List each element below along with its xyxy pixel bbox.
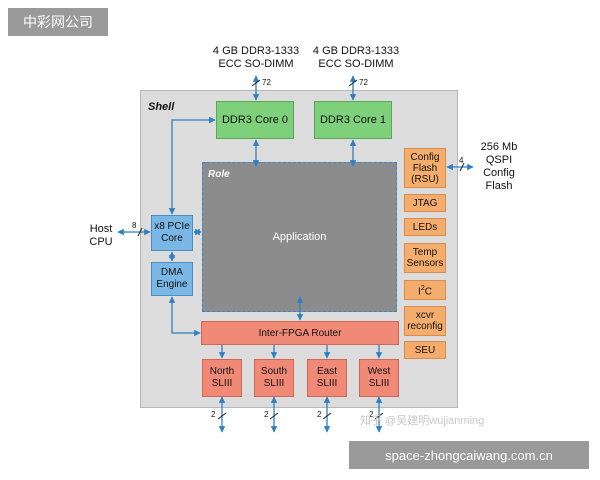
watermark-top: 中彩网公司 (8, 8, 108, 36)
application-label: Application (272, 231, 327, 243)
ddr3-core-0: DDR3 Core 0 (216, 101, 294, 139)
east-link-width: 2 (317, 410, 322, 419)
ddr3-core-1: DDR3 Core 1 (314, 101, 392, 139)
shell-label: Shell (148, 101, 175, 113)
role-region (202, 162, 397, 312)
qspi-width-tick (459, 162, 465, 172)
host-cpu-label: Host CPU (89, 223, 113, 248)
qspi-flash-label: 256 Mb QSPI Config Flash (480, 141, 518, 192)
ddr-module-1-label: 4 GB DDR3-1333 ECC SO-DIMM (312, 45, 400, 70)
ddr-0-width-tick (251, 79, 261, 87)
inter-fpga-router: Inter-FPGA Router (201, 321, 399, 345)
pcie-ddr-link (168, 116, 216, 215)
pcie-link-width: 8 (132, 221, 137, 230)
north-width-tick (217, 412, 227, 420)
jtag-block: JTAG (404, 194, 446, 212)
south-width-tick (269, 412, 279, 420)
pcie-width-tick (137, 227, 143, 237)
ddr-0-bus-width: 72 (262, 78, 271, 87)
west-link-width: 2 (369, 410, 374, 419)
north-link-width: 2 (211, 410, 216, 419)
role-label: Role (208, 169, 230, 180)
west-width-tick (374, 412, 384, 420)
ddr-module-0-label: 4 GB DDR3-1333 ECC SO-DIMM (212, 45, 300, 70)
ddr-1-bus-width: 72 (359, 78, 368, 87)
ddr-1-width-tick (348, 79, 358, 87)
east-width-tick (322, 412, 332, 420)
watermark-bottom: space-zhongcaiwang.com.cn (349, 441, 589, 469)
qspi-bus-width: 4 (459, 156, 464, 165)
i2c-block: I2C (404, 280, 446, 300)
dma-router-link (168, 296, 201, 337)
south-link-width: 2 (264, 410, 269, 419)
watermark-zhihu: 知乎 @吴建明wujianming (360, 415, 485, 427)
leds-block: LEDs (404, 218, 446, 236)
seu-block: SEU (404, 341, 446, 359)
